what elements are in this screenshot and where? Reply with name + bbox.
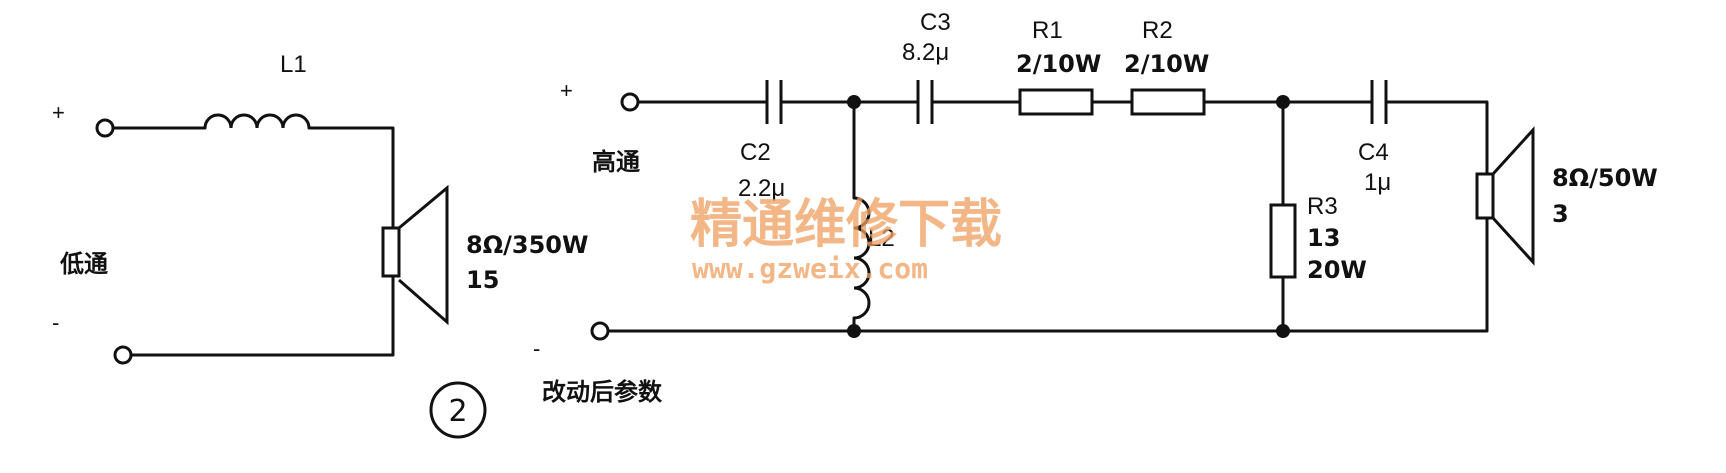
watermark: 精通维修下载 www.gzweix.com (690, 195, 1002, 285)
capacitor-c3-name: C3 (920, 9, 951, 36)
high-pass-title: 高通 (592, 148, 640, 176)
figure-number-circle (429, 381, 487, 439)
speaker-high-icon (1475, 126, 1535, 266)
junction-dot (847, 95, 861, 109)
high-pass-minus-sign: - (533, 336, 540, 361)
figure-number: 2 (448, 394, 467, 429)
inductor-l1 (203, 113, 311, 129)
inductor-l2 (853, 196, 871, 320)
high-pass-circuit: + - 高通 (533, 9, 1658, 361)
resistor-r3-value: 13 (1307, 224, 1340, 252)
junction-dot (1276, 95, 1290, 109)
junction-dot (1276, 324, 1290, 338)
inductor-l2-name: L2 (868, 225, 895, 252)
speaker-high-number: 3 (1552, 200, 1569, 228)
watermark-url: www.gzweix.com (692, 252, 928, 285)
resistor-r1 (1018, 88, 1094, 116)
low-pass-title: 低通 (59, 250, 108, 278)
bottom-rail-wire (602, 216, 1489, 333)
resistor-r1-name: R1 (1032, 17, 1063, 44)
resistor-r3-name: R3 (1307, 193, 1338, 220)
speaker-high-rating: 8Ω/50W (1552, 164, 1658, 192)
capacitor-c2 (765, 80, 783, 124)
watermark-text: 精通维修下载 (690, 195, 1002, 255)
capacitor-c2-name: C2 (740, 139, 771, 166)
high-pass-plus-terminal (620, 92, 640, 112)
low-pass-bottom-wire (124, 274, 395, 357)
capacitor-c4-name: C4 (1358, 139, 1389, 166)
low-pass-minus-sign: - (52, 310, 59, 335)
high-pass-plus-sign: + (560, 78, 573, 103)
low-pass-plus-terminal (95, 118, 115, 138)
resistor-r1-value: 2/10W (1016, 50, 1101, 78)
resistor-r2-value: 2/10W (1124, 50, 1209, 78)
top-wire-segment-6 (1384, 100, 1489, 176)
capacitor-c3-value: 8.2μ (902, 39, 949, 66)
caption-text: 改动后参数 (542, 378, 663, 406)
inductor-l1-label: L1 (280, 51, 307, 78)
resistor-r2 (1130, 88, 1206, 116)
low-pass-minus-terminal (113, 345, 133, 365)
speaker-low-number: 15 (466, 266, 499, 294)
low-pass-circuit: + - 低通 L1 8Ω/350W 15 (52, 51, 588, 365)
low-pass-plus-sign: + (52, 100, 65, 125)
resistor-r3-power: 20W (1307, 256, 1367, 284)
capacitor-c2-value: 2.2μ (738, 175, 785, 202)
low-pass-top-wire-right (307, 126, 395, 230)
junction-dot (847, 324, 861, 338)
capacitor-c3 (916, 80, 934, 124)
speaker-low-rating: 8Ω/350W (466, 231, 588, 259)
resistor-r2-name: R2 (1142, 17, 1173, 44)
speaker-low-icon (381, 184, 449, 326)
capacitor-c4-value: 1μ (1364, 169, 1391, 196)
capacitor-c4 (1370, 80, 1388, 124)
figure-caption: 2 改动后参数 (429, 378, 663, 439)
high-pass-minus-terminal (590, 321, 610, 341)
resistor-r3 (1269, 203, 1297, 279)
